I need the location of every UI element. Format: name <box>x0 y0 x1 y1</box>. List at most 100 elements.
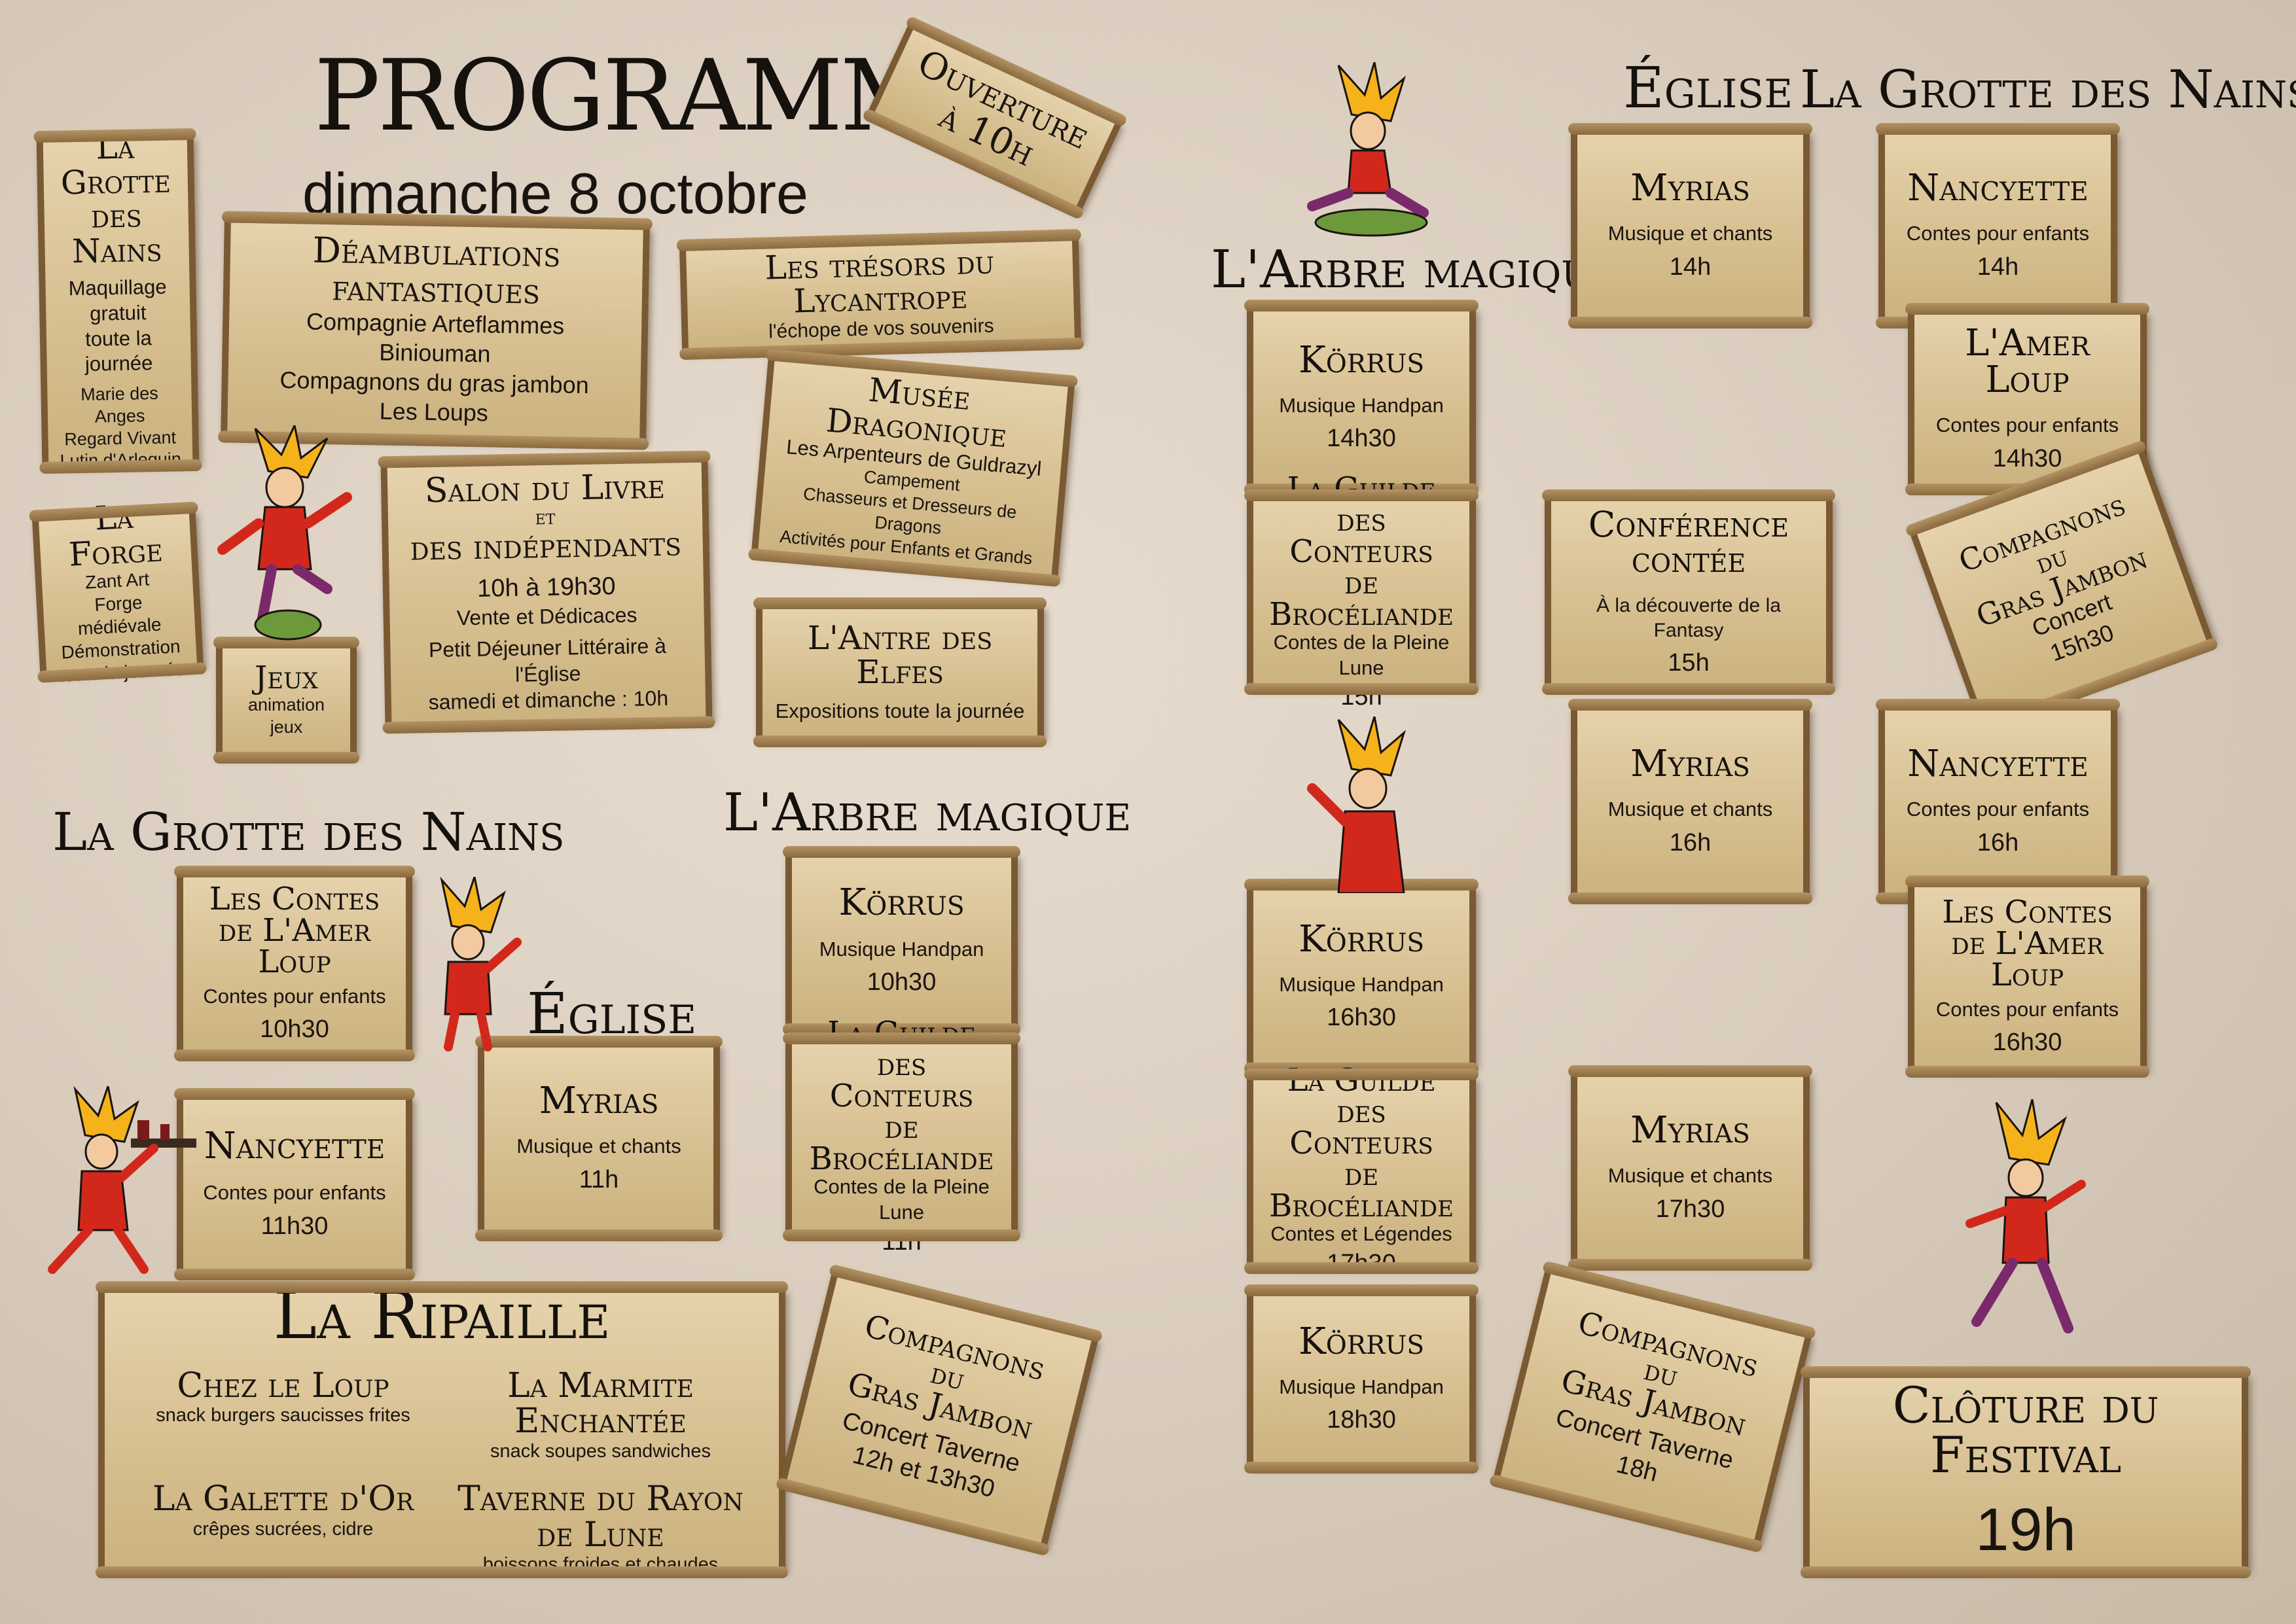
deambulations-line-1: Compagnie Arteflammes <box>306 308 565 340</box>
ripaille-item-4: Taverne du Rayon de Lune boissons froide… <box>442 1481 759 1576</box>
elf-peeking-illustration <box>1307 716 1406 893</box>
right-eglise-heading: Église <box>1623 56 1793 121</box>
right-eglise-2-sub: À la découverte de la Fantasy <box>1596 595 1781 641</box>
right-arbre-2-sub: Contes de la Pleine Lune <box>1273 630 1450 679</box>
left-korrus-sub: Musique Handpan <box>819 937 984 961</box>
right-arbre-2-scroll: La Guilde des Conteurs de Brocéliande Co… <box>1244 473 1479 711</box>
right-eglise-1-time: 14h <box>1669 253 1712 281</box>
left-guilde-title-1: La Guilde <box>827 1015 976 1052</box>
cloture-title: Clôture du Festival <box>1892 1375 2159 1484</box>
right-arbre-1-title: Körrus <box>1298 338 1425 381</box>
left-contes-amer-title-2: de L'Amer Loup <box>218 911 371 980</box>
left-grotte-heading: La Grotte des Nains <box>52 802 565 862</box>
right-eglise-4-scroll: Myrias Musique et chants 17h30 <box>1568 1065 1812 1271</box>
right-arbre-heading: L'Arbre magique <box>1211 239 1619 300</box>
grotte-small-artist-2: Regard Vivant <box>64 427 177 449</box>
right-eglise-2-time: 15h <box>1668 649 1710 677</box>
right-arbre-2-time: 15h <box>1340 683 1382 711</box>
elf-sitting-illustration <box>1307 62 1429 237</box>
musee-scroll: Musée Dragonique Les Arpenteurs de Guldr… <box>751 357 1075 579</box>
salon-scroll: Salon du Livre et des indépendants 10h à… <box>380 458 713 726</box>
ripaille-title: La Ripaille <box>273 1277 611 1354</box>
right-eglise-4-sub: Musique et chants <box>1607 1164 1773 1188</box>
left-guilde-scroll: La Guilde des Conteurs de Brocéliande Co… <box>783 1017 1020 1256</box>
right-arbre-4-scroll: La Guilde des Conteurs de Brocéliande Co… <box>1244 1065 1479 1277</box>
lycantrope-scroll: Les trésors du Lycantrope l'échope de vo… <box>679 237 1081 352</box>
right-arbre-5-time: 18h30 <box>1327 1406 1396 1434</box>
elf-dancing-left-illustration <box>217 425 352 641</box>
right-eglise-1-title: Myrias <box>1630 167 1750 210</box>
right-eglise-1-sub: Musique et chants <box>1607 222 1773 245</box>
left-korrus-time: 10h30 <box>867 968 937 997</box>
right-arbre-4-time: 17h30 <box>1327 1249 1396 1277</box>
left-contes-amer-time: 10h30 <box>260 1015 329 1044</box>
opening-time: Ouverture à 10h <box>910 41 1096 175</box>
antre-scroll: L'Antre des Elfes Expositions toute la j… <box>753 597 1047 747</box>
left-contes-amer-scroll: Les Contes de L'Amer Loup Contes pour en… <box>174 866 415 1061</box>
left-guilde-title-2: des Conteurs <box>829 1046 974 1115</box>
deambulations-line-2: Biniouman <box>378 338 491 368</box>
deambulations-line-4: Les Loups <box>379 397 489 427</box>
right-arbre-4-title-2: des Conteurs <box>1289 1093 1433 1162</box>
right-grotte-4-scroll: Nancyette Contes pour enfants 16h <box>1876 699 2120 904</box>
left-myrias-title: Myrias <box>539 1080 659 1123</box>
jeux-scroll: Jeux animation jeux <box>213 637 359 764</box>
right-grotte-2-sub: Contes pour enfants <box>1935 414 2119 437</box>
ripaille-grid: Chez le Loup snack burgers saucisses fri… <box>124 1368 759 1577</box>
forge-scroll: La Forge Zant Art Forge médiévale Démons… <box>31 498 204 686</box>
salon-title-1: Salon du Livre <box>424 467 666 511</box>
cloture-scroll: Clôture du Festival 19h <box>1801 1366 2251 1578</box>
grotte-small-scroll: La Grotte des Nains Maquillage gratuit t… <box>36 128 200 471</box>
forge-line-2: Forge médiévale <box>77 592 162 639</box>
elf-waving-illustration <box>440 877 522 1051</box>
lycantrope-title: Les trésors du Lycantrope <box>764 243 995 321</box>
right-arbre-2-title-2: des Conteurs <box>1289 501 1433 570</box>
right-eglise-3-time: 16h <box>1669 828 1712 856</box>
salon-title-2: et <box>535 504 556 530</box>
right-eglise-2-title: Conférence contée <box>1588 504 1789 580</box>
right-arbre-5-scroll: Körrus Musique Handpan 18h30 <box>1244 1284 1479 1474</box>
left-contes-amer-sub: Contes pour enfants <box>203 984 386 1008</box>
salon-time: 10h à 19h30 <box>476 572 616 603</box>
right-grotte-5-sub: Contes pour enfants <box>1935 997 2119 1021</box>
right-arbre-3-title: Körrus <box>1298 917 1425 961</box>
right-grotte-2-scroll: L'Amer Loup Contes pour enfants 14h30 <box>1905 303 2149 495</box>
right-grotte-4-time: 16h <box>1977 828 2019 856</box>
ripaille-item-3-name: La Galette d'Or <box>152 1479 414 1519</box>
ripaille-scroll: La Ripaille Chez le Loup snack burgers s… <box>96 1281 788 1578</box>
jeux-title: Jeux <box>255 660 318 697</box>
left-guilde-title-3: de Brocéliande <box>809 1109 994 1178</box>
left-arbre-heading: L'Arbre magique <box>723 782 1132 843</box>
grotte-small-artist-3: Lutin d'Arlequin <box>60 449 182 471</box>
ripaille-item-2: La Marmite Enchantée snack soupes sandwi… <box>442 1368 759 1463</box>
right-grotte-1-time: 14h <box>1977 253 2019 281</box>
forge-line-1: Zant Art <box>84 569 150 593</box>
left-myrias-sub: Musique et chants <box>516 1135 681 1158</box>
deambulations-title: Déambulations fantastiques <box>312 230 561 312</box>
jeux-sub: animation jeux <box>247 695 325 737</box>
ripaille-item-1: Chez le Loup snack burgers saucisses fri… <box>124 1368 442 1463</box>
right-grotte-5-title-2: de L'Amer Loup <box>1951 925 2104 993</box>
cloture-time: 19h <box>1975 1496 2076 1563</box>
ripaille-item-3-desc: crêpes sucrées, cidre <box>192 1518 374 1540</box>
right-arbre-4-title-3: de Brocéliande <box>1269 1156 1454 1225</box>
grotte-small-line-3: toute la journée <box>84 326 153 376</box>
ripaille-item-1-desc: snack burgers saucisses frites <box>156 1405 410 1426</box>
right-eglise-3-sub: Musique et chants <box>1607 798 1773 821</box>
left-myrias-time: 11h <box>579 1165 619 1193</box>
right-arbre-1-scroll: Körrus Musique Handpan 14h30 <box>1244 300 1479 495</box>
right-grotte-1-sub: Contes pour enfants <box>1906 222 2090 245</box>
grotte-small-line-2: gratuit <box>89 300 147 325</box>
left-nancyette-sub: Contes pour enfants <box>203 1181 386 1205</box>
antre-sub: Expositions toute la journée <box>775 699 1025 722</box>
elf-waiter-illustration <box>48 1086 196 1274</box>
right-arbre-5-title: Körrus <box>1298 1320 1425 1363</box>
right-arbre-5-sub: Musique Handpan <box>1279 1375 1444 1398</box>
lycantrope-sub: l'échope de vos souvenirs <box>768 315 994 343</box>
ripaille-item-4-desc: boissons froides et chaudes <box>482 1554 719 1576</box>
salon-line-2: Petit Déjeuner Littéraire à l'Église <box>428 633 667 686</box>
left-korrus-title: Körrus <box>838 881 965 924</box>
left-myrias-scroll: Myrias Musique et chants 11h <box>475 1036 723 1241</box>
left-guilde-time: 11h <box>882 1227 922 1256</box>
left-nancyette-time: 11h30 <box>260 1212 329 1240</box>
